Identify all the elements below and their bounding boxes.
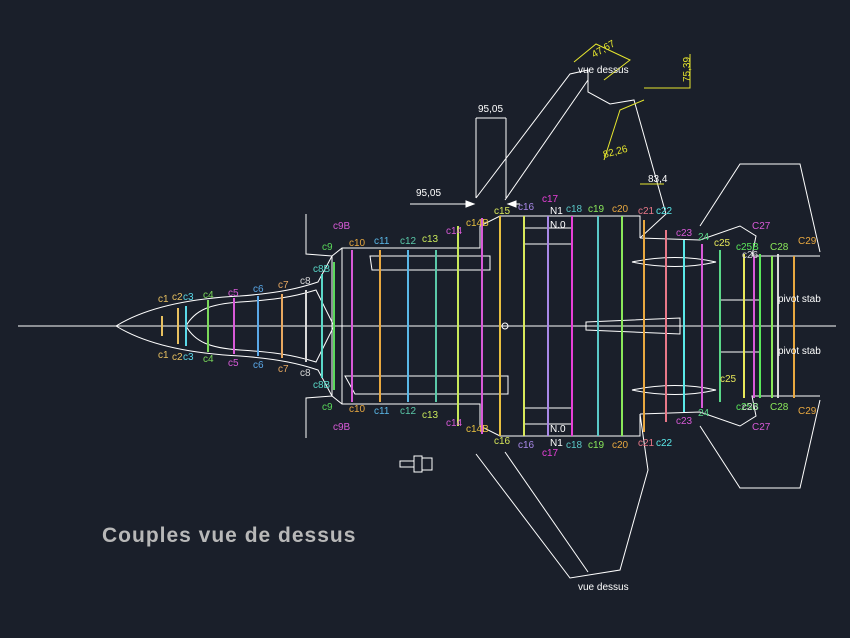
couple-label-bottom-c7: c7 bbox=[278, 364, 289, 375]
couple-label-bottom-c16: c16 bbox=[494, 436, 511, 447]
couple-label-top-c22: c22 bbox=[656, 206, 673, 217]
couple-label-bottom-c17: c17 bbox=[542, 448, 559, 459]
n0-top-label: N.0 bbox=[550, 220, 566, 231]
couple-label-bottom-c4: c4 bbox=[203, 354, 214, 365]
vue-dessus-top-label: vue dessus bbox=[578, 65, 629, 76]
couple-label-bottom-c25b: c25B bbox=[736, 402, 759, 413]
couple-label-bottom-c22: c22 bbox=[656, 438, 673, 449]
couple-label-top-24: 24 bbox=[698, 232, 710, 243]
dim-8226: 82,26 bbox=[602, 144, 629, 161]
couple-label-bottom-c10: c10 bbox=[349, 404, 366, 415]
couple-label-bottom-c19: c19 bbox=[588, 440, 605, 451]
couple-label-bottom-c6: c6 bbox=[253, 360, 264, 371]
dim-9505-a: 95,05 bbox=[478, 104, 503, 115]
couple-label-top-c16: c16 bbox=[518, 202, 535, 213]
couple-label-bottom-24: 24 bbox=[698, 408, 710, 419]
couple-label-top-c7: c7 bbox=[278, 280, 289, 291]
couple-label-bottom-c26: c26 bbox=[742, 402, 759, 413]
couple-label-top-c4: c4 bbox=[203, 290, 214, 301]
dim-7539: 75,39 bbox=[682, 57, 693, 82]
couple-label-bottom-c8b: c8B bbox=[313, 380, 331, 391]
couple-label-top-c2: c2 bbox=[172, 292, 183, 303]
couple-label-bottom-c23: c23 bbox=[676, 416, 693, 427]
couple-label-bottom-c27: C27 bbox=[752, 422, 771, 433]
couple-label-bottom-c25: c25 bbox=[720, 374, 737, 385]
couple-label-top-c18: c18 bbox=[566, 204, 583, 215]
couple-label-bottom-c9b: c9B bbox=[333, 422, 351, 433]
couple-label-top-c25: c25 bbox=[714, 238, 731, 249]
n1-bottom-label: N1 bbox=[550, 438, 563, 449]
couple-label-top-c29: C29 bbox=[798, 236, 817, 247]
couple-label-top-c8: c8 bbox=[300, 276, 311, 287]
couple-label-top-c19: c19 bbox=[588, 204, 605, 215]
couple-label-bottom-c8: c8 bbox=[300, 368, 311, 379]
couple-label-top-c26: c26 bbox=[742, 250, 759, 261]
couple-label-bottom-c12: c12 bbox=[400, 406, 417, 417]
couple-label-top-c1: c1 bbox=[158, 294, 169, 305]
dim-834: 83,4 bbox=[648, 174, 668, 185]
couple-label-bottom-c28: C28 bbox=[770, 402, 789, 413]
couple-label-bottom-c20: c20 bbox=[612, 440, 629, 451]
couple-label-bottom-c16: c16 bbox=[518, 440, 535, 451]
airframe-outline bbox=[115, 69, 821, 579]
couple-label-top-c28: C28 bbox=[770, 242, 789, 253]
pivot-stab-bottom-label: pivot stab bbox=[778, 346, 821, 357]
couple-label-top-c8b: c8B bbox=[313, 264, 331, 275]
couple-label-top-c20: c20 bbox=[612, 204, 629, 215]
couple-label-bottom-c1: c1 bbox=[158, 350, 169, 361]
couple-label-top-c9b: c9B bbox=[333, 221, 351, 232]
couple-label-bottom-c9: c9 bbox=[322, 402, 333, 413]
vue-dessus-bottom-label: vue dessus bbox=[578, 582, 629, 593]
dimension-lines bbox=[573, 43, 691, 185]
pivot-stab-top-label: pivot stab bbox=[778, 294, 821, 305]
couple-label-bottom-c18: c18 bbox=[566, 440, 583, 451]
frame-lines bbox=[161, 216, 795, 436]
couple-label-top-c17: c17 bbox=[542, 194, 559, 205]
dim-9505-b: 95,05 bbox=[416, 188, 441, 199]
couple-label-bottom-c3: c3 bbox=[183, 352, 194, 363]
couple-label-top-c23: c23 bbox=[676, 228, 693, 239]
screw-icon bbox=[399, 455, 433, 473]
couple-label-bottom-c11: c11 bbox=[374, 406, 390, 417]
couple-label-top-c14b: c14B bbox=[466, 218, 489, 229]
dim-4767: 47,67 bbox=[590, 38, 618, 60]
couple-label-top-c11: c11 bbox=[374, 236, 390, 247]
couple-label-top-c10: c10 bbox=[349, 238, 366, 249]
couple-label-top-c13: c13 bbox=[422, 234, 439, 245]
couple-label-top-c14: c14 bbox=[446, 226, 463, 237]
couple-label-top-c27: C27 bbox=[752, 221, 771, 232]
n1-top-label: N1 bbox=[550, 206, 563, 217]
couple-label-top-c21: c21 bbox=[638, 206, 655, 217]
couple-label-top-c12: c12 bbox=[400, 236, 417, 247]
couple-label-top-c9: c9 bbox=[322, 242, 333, 253]
couple-label-bottom-c13: c13 bbox=[422, 410, 439, 421]
couple-label-bottom-c14: c14 bbox=[446, 418, 463, 429]
drawing-caption: Couples vue de dessus bbox=[102, 524, 357, 547]
dimension-arrows bbox=[410, 200, 520, 208]
couple-label-top-c5: c5 bbox=[228, 288, 239, 299]
couple-label-bottom-c21: c21 bbox=[638, 438, 655, 449]
couple-label-top-c3: c3 bbox=[183, 292, 194, 303]
couple-label-bottom-c14b: c14B bbox=[466, 424, 489, 435]
couple-label-top-c25b: c25B bbox=[736, 242, 759, 253]
n0-bottom-label: N.0 bbox=[550, 424, 566, 435]
couple-label-bottom-c5: c5 bbox=[228, 358, 239, 369]
couple-label-bottom-c29: C29 bbox=[798, 406, 817, 417]
couple-label-top-c6: c6 bbox=[253, 284, 264, 295]
couple-label-bottom-c2: c2 bbox=[172, 352, 183, 363]
couple-label-top-c15: c15 bbox=[494, 206, 511, 217]
